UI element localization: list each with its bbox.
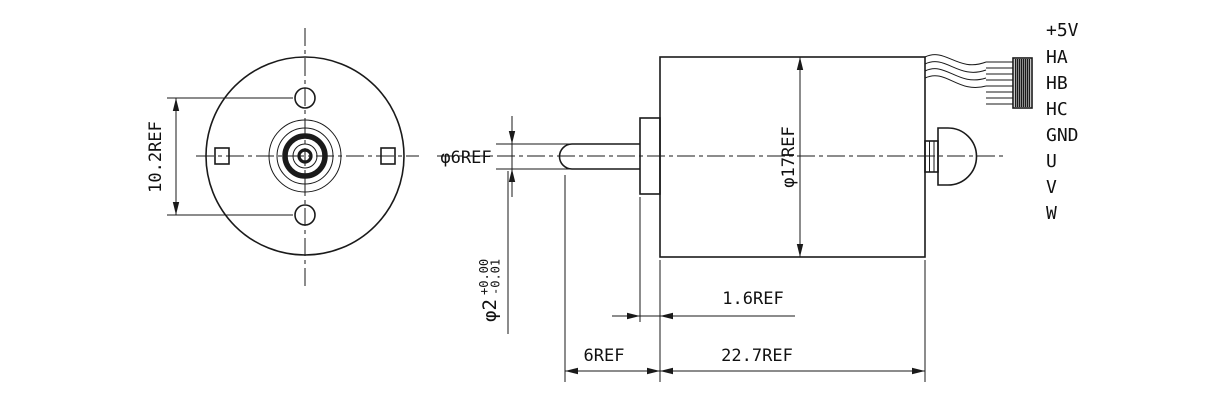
wire-curve-1	[924, 54, 987, 66]
motor-face-outline	[205, 56, 405, 256]
hole-spacing-label: 10.2REF	[146, 121, 166, 193]
arrow-down-icon	[508, 131, 516, 144]
dim-shaft-diameter: φ6REF	[440, 116, 572, 197]
tab-left	[214, 147, 230, 165]
wire-label-gnd: GND	[1046, 125, 1079, 146]
dim-small-shaft-diameter: φ2 +0.00 -0.01	[477, 171, 509, 334]
bearing-ring	[282, 133, 328, 179]
dim-hole-spacing: 10.2REF	[146, 97, 293, 216]
shaft-tip-arc	[558, 143, 573, 170]
wire-labels: +5V HA HB HC GND U V W	[1046, 20, 1079, 224]
hub-circle-mid	[276, 127, 334, 185]
arrow-up-icon	[172, 98, 180, 111]
dim-body-length: 22.7REF	[659, 260, 926, 382]
arrow-up-icon	[508, 169, 516, 182]
flange-length-label: 1.6REF	[722, 289, 783, 309]
side-view: φ6REF φ2 +0.00 -0.01 φ17REF 1.6R	[437, 20, 1079, 382]
connector-block	[1012, 57, 1033, 109]
small-shaft-label-group: φ2 +0.00 -0.01	[477, 259, 503, 322]
tab-right	[380, 147, 396, 165]
arrow-left-icon	[660, 312, 673, 320]
tolerance-upper-label: +0.00	[477, 259, 491, 295]
shaft-length-label: 6REF	[584, 346, 625, 366]
shaft-dia-label: φ6REF	[440, 148, 491, 168]
wire-label-plus5v: +5V	[1046, 20, 1079, 41]
dim-shaft-length: 6REF	[564, 175, 660, 382]
arrow-left-icon	[660, 367, 673, 375]
mounting-hole-bottom	[294, 204, 316, 226]
body-dia-label: φ17REF	[779, 126, 799, 187]
arrow-right-icon	[912, 367, 925, 375]
wire-label-v: V	[1046, 177, 1057, 198]
small-shaft-dia-label: φ2	[479, 299, 501, 322]
body-length-label: 22.7REF	[721, 346, 793, 366]
mounting-hole-top	[294, 87, 316, 109]
arrow-right-icon	[647, 367, 660, 375]
wire-label-u: U	[1046, 151, 1057, 172]
arrow-right-icon	[627, 312, 640, 320]
front-view: 10.2REF	[146, 28, 419, 286]
arrow-down-icon	[172, 202, 180, 215]
wire-curve-2	[924, 61, 987, 73]
arrow-up-icon	[796, 57, 804, 70]
dim-flange-length: 1.6REF	[612, 197, 795, 322]
hub-circle-outer	[268, 119, 342, 193]
rear-connector-knob	[937, 127, 978, 186]
arrow-down-icon	[796, 244, 804, 257]
cable-assembly	[924, 54, 1033, 109]
wire-label-hc: HC	[1046, 99, 1068, 120]
wire-label-hb: HB	[1046, 73, 1068, 94]
tolerance-lower-label: -0.01	[489, 259, 503, 295]
shaft-end-circle	[297, 148, 313, 164]
wire-curve-3	[924, 68, 987, 81]
wire-label-ha: HA	[1046, 47, 1068, 68]
dim-body-diameter: φ17REF	[779, 57, 804, 257]
arrow-left-icon	[565, 367, 578, 375]
wire-label-w: W	[1046, 203, 1057, 224]
wire-curve-4	[924, 75, 987, 88]
hub-circle-inner	[292, 143, 318, 169]
front-flange-outline	[639, 117, 661, 195]
